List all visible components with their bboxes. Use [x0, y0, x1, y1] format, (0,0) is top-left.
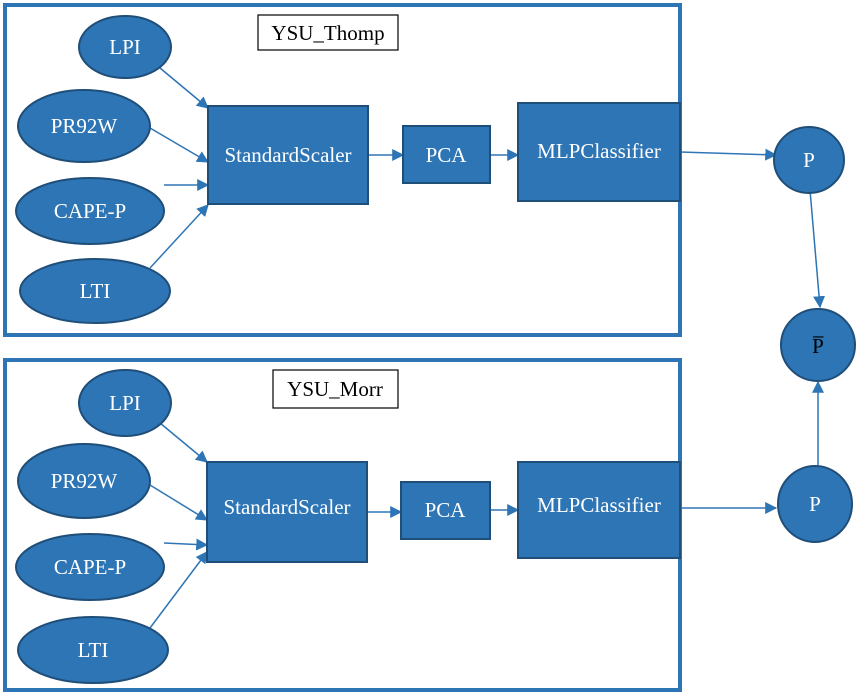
- output-label: P: [809, 492, 821, 516]
- edge-lpi-scaler: [159, 67, 209, 109]
- edge-lpi-scaler: [159, 422, 208, 463]
- input-label: CAPE-P: [54, 555, 126, 579]
- input-label: LPI: [109, 391, 141, 415]
- edge-capep-scaler: [163, 538, 209, 551]
- edge-pr92w-scaler: [149, 484, 209, 521]
- step-label: PCA: [426, 143, 468, 167]
- step-standardscaler: StandardScaler: [207, 105, 369, 205]
- output-node-final: P̅: [780, 308, 856, 382]
- panel-label: YSU_Thomp: [271, 21, 384, 45]
- panel-label-box: [257, 14, 399, 51]
- edge-mlp-output: [679, 148, 778, 161]
- input-label: LPI: [109, 35, 141, 59]
- panel-label: YSU_Morr: [287, 377, 383, 401]
- input-label: PR92W: [51, 114, 118, 138]
- input-label: LTI: [80, 279, 111, 303]
- step-pca: PCA: [400, 481, 491, 540]
- edge-output1-final: [809, 189, 826, 309]
- output-label: P: [803, 148, 815, 172]
- edge-pr92w-scaler: [149, 127, 210, 163]
- step-label: StandardScaler: [223, 495, 350, 519]
- step-label: StandardScaler: [224, 143, 351, 167]
- input-node-pr92w: PR92W: [17, 89, 151, 163]
- panel-ysu-morr: YSU_Morr LPI PR92W CAPE-P LTI Standar: [3, 358, 778, 692]
- final-output-label: P̅: [812, 334, 824, 358]
- output-node-morr: P: [777, 465, 853, 543]
- input-node-cape-p: CAPE-P: [15, 177, 165, 245]
- input-node-lti: LTI: [17, 616, 169, 684]
- input-node-pr92w: PR92W: [17, 443, 151, 519]
- edge-lti-scaler: [149, 204, 209, 269]
- input-node-lti: LTI: [19, 258, 171, 324]
- edge-lti-scaler: [149, 551, 208, 629]
- step-pca: PCA: [402, 125, 491, 184]
- input-node-lpi: LPI: [78, 369, 172, 437]
- input-label: PR92W: [51, 469, 118, 493]
- step-label: MLPClassifier: [537, 493, 661, 517]
- step-mlpclassifier: MLPClassifier: [517, 102, 681, 202]
- step-label: MLPClassifier: [537, 139, 661, 163]
- panel-label-box: [272, 369, 399, 409]
- input-node-cape-p: CAPE-P: [15, 533, 165, 601]
- input-node-lpi: LPI: [78, 15, 172, 79]
- panel-ysu-thomp: YSU_Thomp LPI PR92W CAPE-P LTI Standa: [3, 3, 778, 337]
- step-standardscaler: StandardScaler: [206, 461, 368, 563]
- output-node-thomp: P: [773, 126, 845, 194]
- step-mlpclassifier: MLPClassifier: [517, 461, 681, 559]
- input-label: LTI: [78, 638, 109, 662]
- step-label: PCA: [425, 498, 467, 522]
- input-label: CAPE-P: [54, 199, 126, 223]
